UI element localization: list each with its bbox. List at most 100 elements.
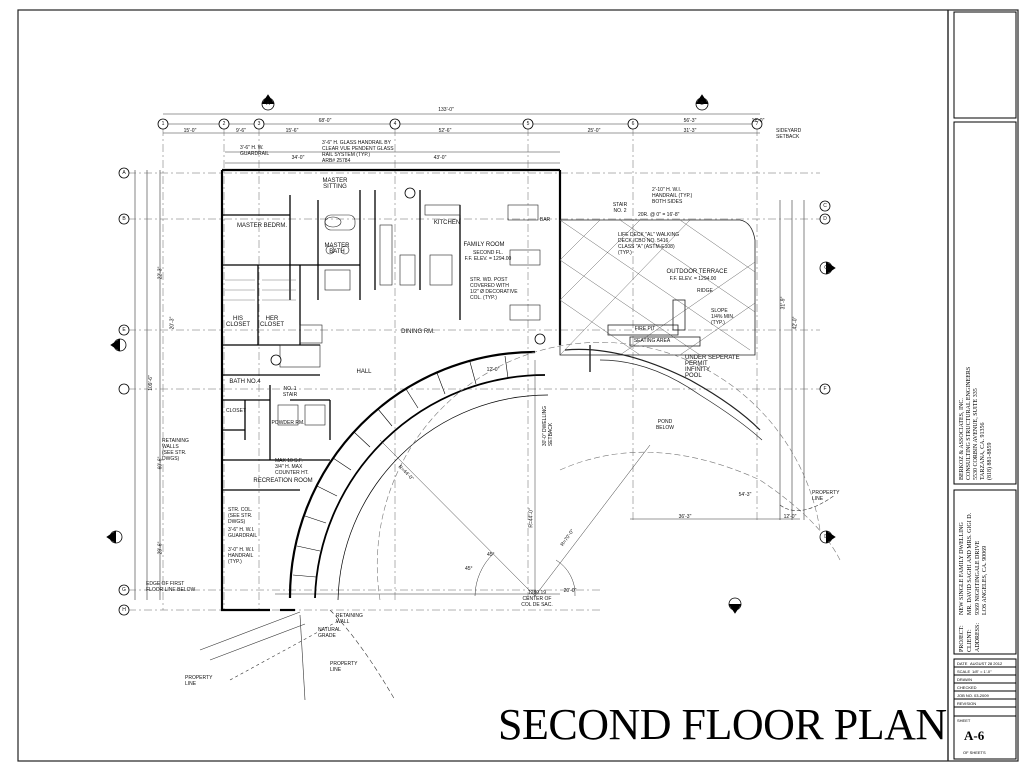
- title-block-lines: [953, 11, 1017, 760]
- curved-wall: [288, 350, 549, 601]
- note-handrail-3: 3'-0" H. W.I. HANDRAIL (TYP.): [228, 547, 255, 565]
- bar-label: BAR: [539, 217, 551, 223]
- section-markers: [106, 94, 836, 614]
- drawn-label: DRAWN: [957, 677, 972, 682]
- grid-bubbles-left: [118, 167, 130, 616]
- dim-l4: 20'-3": [169, 316, 176, 330]
- note-guardrail: 3'-6" H. W. GUARDRAIL: [240, 145, 270, 157]
- grid-row-c: C: [823, 203, 827, 209]
- room-master-bath: MASTER BATH: [324, 243, 350, 255]
- note-dwelling-setback: 30'-0" DWELLING SETBACK: [542, 405, 555, 447]
- note-radius-3: R=44'-0": [528, 508, 535, 528]
- note-edge-first-floor: EDGE OF FIRST FLOOR LINE BELOW: [146, 581, 196, 593]
- room-master-sitting: MASTER SITTING: [322, 178, 348, 190]
- site-lines: [199, 494, 836, 701]
- title-block: BERKOZ & ASSOCIATES, INC. CONSULTING STR…: [948, 0, 1024, 768]
- note-guardrail-2: 3'-6" H. W.I. GUARDRAIL: [228, 527, 258, 539]
- room-her-closet: HER CLOSET: [259, 316, 285, 328]
- dim-l3: 22'-3": [157, 266, 164, 280]
- grid-col-3: 3: [257, 121, 261, 127]
- scale-value: 1/8" = 1'-0": [972, 669, 992, 674]
- dim-d10: 20'-0": [563, 588, 577, 594]
- grid-row-d: D: [823, 216, 827, 222]
- dim-sub3: 12'-0": [751, 118, 765, 124]
- dim-left-total: 109'-6": [147, 375, 154, 391]
- grid-col-5: 5: [526, 121, 530, 127]
- note-retaining-wall: RETAINING WALL: [336, 613, 363, 625]
- sheet-label: SHEET: [957, 718, 971, 723]
- drawing-title: SECOND FLOOR PLAN: [498, 700, 947, 749]
- grid-col-1: 1: [161, 121, 165, 127]
- infinity-pool: [564, 345, 763, 441]
- grid-row-e: E: [122, 327, 126, 333]
- room-dining: DINING RM.: [401, 329, 435, 335]
- section-mark-a: A: [266, 101, 270, 107]
- fire-pit-label: FIRE PIT: [634, 326, 656, 332]
- room-closet: CLOSET: [225, 408, 247, 414]
- of-sheets-label: OF SHEETS: [963, 750, 986, 755]
- room-kitchen: KITCHEN: [433, 220, 461, 226]
- exterior-walls: [220, 168, 562, 612]
- date-label: DATE: [957, 661, 968, 666]
- grid-row-g: G: [122, 587, 126, 593]
- note-risers: 20R. @ 0" = 16'-8": [638, 212, 680, 218]
- dim-d12: 12'-0": [783, 514, 797, 520]
- room-powder: POWDER RM.: [271, 420, 305, 426]
- grid-col-2: 2: [222, 121, 226, 127]
- note-str-col: STR. COL. (SEE STR. DWGS): [228, 507, 253, 525]
- note-angle-1: 45°: [487, 552, 495, 558]
- dim-r2: 42'-0": [792, 316, 799, 330]
- client-label: CLIENT:: [967, 629, 973, 652]
- note-retaining-walls: RETAINING WALLS (SEE STR. DWGS): [162, 438, 189, 462]
- dim-sub2: 56'-3": [683, 118, 697, 124]
- dim-sub1: 68'-0": [318, 118, 332, 124]
- dim-d11: 36'-3": [678, 514, 692, 520]
- dim-d3: 15'-6": [285, 128, 299, 134]
- scale-label: SCALE: [957, 669, 971, 674]
- checked-label: CHECKED: [957, 685, 977, 690]
- closet-hatching: [225, 279, 296, 301]
- dim-d13: 54'-3": [738, 492, 752, 498]
- room-infinity-pool: UNDER SEPERATE PERMIT INFINITY POOL: [685, 355, 740, 379]
- grid-row-f: F: [823, 386, 827, 392]
- note-counter: MAX 10 S.F. 3/4" H. MAX COUNTER HT.: [275, 458, 309, 476]
- note-sideyard-setback: SIDEYARD SETBACK: [776, 128, 802, 140]
- room-family-room: FAMILY ROOM: [463, 242, 505, 248]
- dim-d1: 15'-0": [183, 128, 197, 134]
- grid-row-b: B: [122, 216, 126, 222]
- dimension-lines: [134, 113, 805, 600]
- cul-de-sac-arcs: [376, 341, 841, 601]
- sheet-number: A-6: [964, 728, 985, 743]
- interior-walls: [222, 190, 461, 491]
- room-outdoor-terrace: OUTDOOR TERRACE: [666, 269, 728, 275]
- outdoor-terrace: [559, 219, 756, 356]
- radius-lines: [379, 360, 651, 597]
- address-value: 9369 NIGHTINGALE DRIVE LOS ANGELES, CA. …: [975, 540, 988, 615]
- date-value: AUGUST 28 2012: [970, 661, 1003, 666]
- room-stair-2: STAIR NO. 2: [612, 202, 628, 214]
- section-mark-d: D: [824, 534, 828, 540]
- room-master-bedroom: MASTER BEDRM.: [236, 223, 288, 229]
- room-his-closet: HIS CLOSET: [225, 316, 251, 328]
- room-outdoor-terrace-elev: F.F. ELEV. = 1294.00: [669, 276, 717, 282]
- note-natural-grade: NATURAL GRADE: [318, 627, 341, 639]
- sheet-border: [17, 9, 1019, 762]
- room-stair-1: NO. 1 STAIR: [282, 386, 298, 398]
- dim-overall: 133'-0": [438, 107, 454, 113]
- note-property-line-3: PROPERTY LINE: [812, 490, 840, 502]
- grid-bubbles-right: [819, 200, 831, 395]
- grid-row-h: H: [122, 607, 126, 613]
- grid-bubbles-top: [157, 118, 763, 130]
- job-label: JOB NO.: [957, 693, 974, 698]
- dim-d5: 25'-0": [587, 128, 601, 134]
- grid-col-6: 6: [631, 121, 635, 127]
- dim-d9: 12'-0": [486, 367, 500, 373]
- job-value: 03-2009: [974, 693, 989, 698]
- note-property-line-2: PROPERTY LINE: [185, 675, 213, 687]
- dim-l2: 29'-6": [157, 541, 164, 555]
- room-bath-4: BATH NO.4: [229, 379, 261, 385]
- dim-d2: 9'-6": [236, 128, 246, 134]
- note-center-cul-de-sac: 1280.19 CENTER OF COL DE SAC.: [521, 590, 553, 608]
- address-label: ADDRESS:: [975, 622, 981, 652]
- dim-d4: 52'-6": [438, 128, 452, 134]
